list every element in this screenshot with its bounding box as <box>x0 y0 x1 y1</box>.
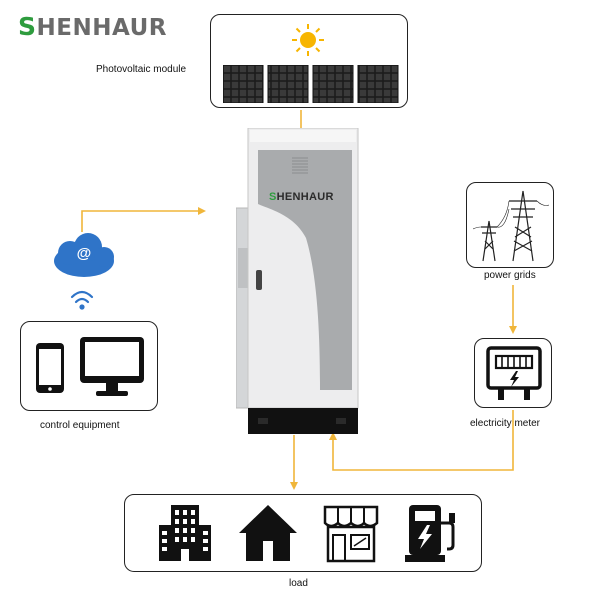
load-label: load <box>289 578 308 589</box>
arrowhead-load <box>290 482 298 490</box>
cabinet-brand-initial: S <box>269 191 277 203</box>
arrowhead-cabinet-cloud <box>198 207 206 215</box>
arrowhead-meter <box>509 326 517 334</box>
logo-initial: S <box>18 12 37 41</box>
electricity-meter-box <box>474 338 552 408</box>
cabinet-brand: SHENHAUR <box>269 191 334 203</box>
power-grids-label: power grids <box>484 270 536 281</box>
energy-storage-cabinet <box>236 128 359 434</box>
house-icon <box>239 505 297 561</box>
cloud-connector <box>81 210 200 232</box>
pv-module-label: Photovoltaic module <box>96 64 187 75</box>
cloud-icon <box>54 233 114 277</box>
monitor-icon <box>80 337 144 396</box>
smartphone-icon <box>36 343 64 393</box>
office-building-icon <box>159 505 211 561</box>
arrowhead-cabinet-meter <box>329 432 337 440</box>
wifi-icon <box>70 290 94 304</box>
cloud-wifi-group <box>54 233 114 310</box>
pv-module-box <box>210 14 408 108</box>
control-equipment-label: control equipment <box>40 420 120 431</box>
load-box <box>124 494 482 572</box>
logo-text: HENHAUR <box>36 15 167 41</box>
sun-icon <box>292 24 324 56</box>
cabinet-brand-text: HENHAUR <box>276 191 334 203</box>
ev-charger-icon <box>405 505 455 562</box>
cloud-at-symbol: @ <box>76 245 92 262</box>
power-tower-icon <box>473 190 549 262</box>
meter-connector <box>332 410 514 471</box>
brand-logo: SHENHAUR <box>18 12 167 41</box>
control-equipment-box <box>20 321 158 411</box>
shop-icon <box>323 505 379 563</box>
electricity-meter-label: electricity meter <box>470 418 541 429</box>
solar-panel-icon <box>223 65 399 103</box>
electricity-meter-icon <box>486 346 542 400</box>
power-grids-box <box>466 182 554 268</box>
